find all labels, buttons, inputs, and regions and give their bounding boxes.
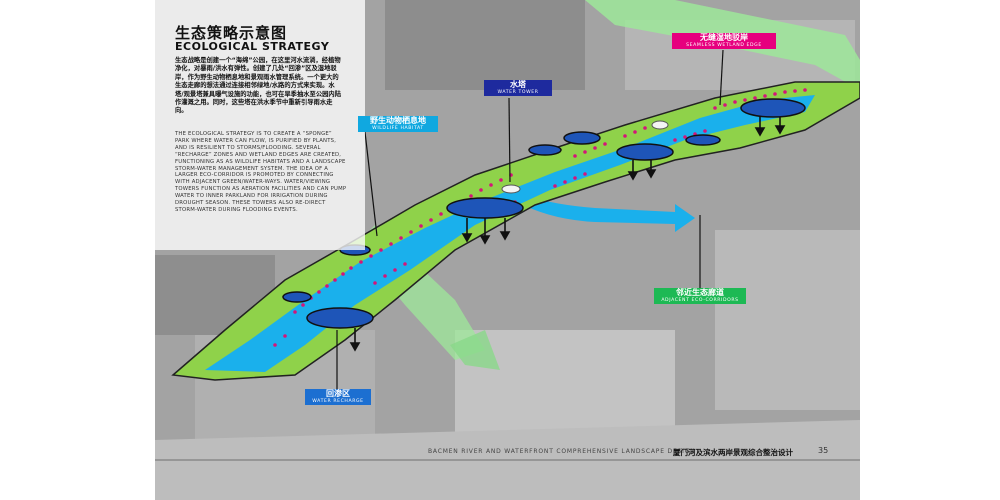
label-water-recharge-en: WATER RECHARGE (312, 399, 364, 404)
recharge-pool-5 (528, 144, 562, 156)
label-seamless-wetland-edge-cn: 无缝湿地驳岸 (700, 33, 748, 42)
city-block-east (715, 230, 860, 410)
description-cn: 生态战略是创建一个“海绵”公园，在这里河水流淌，经植物净化，对暴雨/洪水有弹性。… (175, 57, 342, 115)
label-water-tower-cn: 水塔 (510, 80, 526, 89)
footer-project-cn: 厦门河及滨水两岸景观综合整治设计 (673, 448, 793, 457)
label-leaders (336, 49, 724, 390)
label-adjacent-eco-corridors: 邻近生态廊道 ADJACENT ECO-CORRIDORS (654, 288, 746, 304)
recharge-pool-6 (563, 131, 601, 145)
recharge-pools (282, 98, 806, 329)
side-stream-arrow (523, 195, 695, 232)
label-adjacent-eco-corridors-en: ADJACENT ECO-CORRIDORS (661, 298, 739, 303)
page-title-cn: 生态策略示意图 (175, 24, 288, 42)
label-water-recharge: 回渗区 WATER RECHARGE (305, 389, 371, 405)
label-seamless-wetland-edge-en: SEAMLESS WETLAND EDGE (686, 43, 762, 48)
eco-corridor-arrow (450, 330, 500, 370)
water-towers (501, 120, 669, 194)
recharge-pool-4 (446, 197, 524, 219)
recharge-arrows (349, 117, 786, 352)
page-number: 35 (818, 446, 829, 455)
label-wildlife-habitat-cn: 野生动物栖息地 (370, 116, 426, 125)
water-tower-2 (651, 120, 669, 130)
label-adjacent-eco-corridors-cn: 邻近生态廊道 (676, 288, 724, 297)
recharge-pool-8 (740, 98, 806, 118)
text-panel-backdrop (155, 0, 365, 250)
footer-project-en: BACMEN RIVER AND WATERFRONT COMPREHENSIV… (428, 448, 696, 455)
recharge-pool-1 (306, 307, 374, 329)
label-wildlife-habitat: 野生动物栖息地 WILDLIFE HABITAT (358, 116, 438, 132)
label-wildlife-habitat-en: WILDLIFE HABITAT (372, 126, 424, 131)
recharge-pool-2 (282, 291, 312, 303)
page-title-en: ECOLOGICAL STRATEGY (175, 40, 330, 53)
label-water-recharge-cn: 回渗区 (326, 389, 350, 398)
recharge-pool-7 (616, 143, 674, 161)
label-water-tower: 水塔 WATER TOWER (484, 80, 552, 96)
diagram-sheet (155, 0, 860, 500)
city-block-north (385, 0, 585, 90)
label-water-tower-en: WATER TOWER (497, 90, 539, 95)
description-en: THE ECOLOGICAL STRATEGY IS TO CREATE A “… (175, 131, 347, 213)
river-water (205, 95, 815, 372)
aerial-map (155, 0, 860, 500)
label-seamless-wetland-edge: 无缝湿地驳岸 SEAMLESS WETLAND EDGE (672, 33, 776, 49)
recharge-pool-9 (685, 134, 721, 146)
water-tower-1 (501, 184, 521, 194)
